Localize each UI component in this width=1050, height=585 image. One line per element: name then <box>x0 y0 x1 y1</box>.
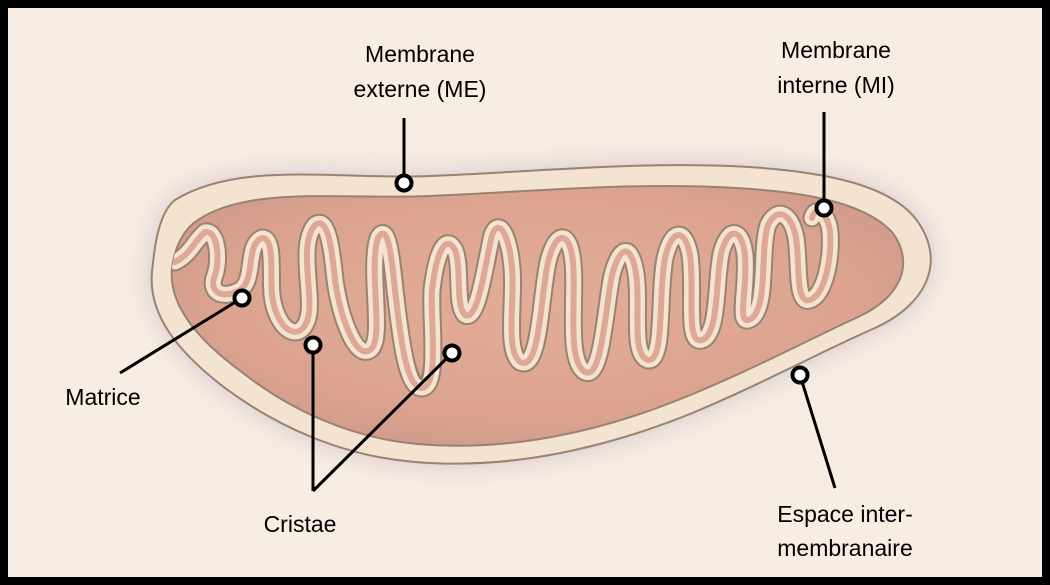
marker-cristae-right <box>445 346 460 361</box>
marker-intermembrane <box>793 368 808 383</box>
label-inner-membrane-line2: interne (MI) <box>777 72 895 98</box>
marker-outer-membrane <box>397 176 412 191</box>
label-intermembrane-line2: membranaire <box>777 535 913 561</box>
label-outer-membrane-line1: Membrane <box>365 41 475 67</box>
label-inner-membrane-line1: Membrane <box>781 37 891 63</box>
label-cristae: Cristae <box>264 511 337 537</box>
marker-inner-membrane <box>817 201 832 216</box>
label-matrix: Matrice <box>65 384 140 410</box>
label-intermembrane-line1: Espace inter- <box>777 501 913 527</box>
marker-cristae-left <box>306 338 321 353</box>
mitochondrion-diagram: Membrane externe (ME) Membrane interne (… <box>8 8 1042 577</box>
marker-matrix <box>235 291 250 306</box>
label-outer-membrane-line2: externe (ME) <box>354 76 487 102</box>
leader-intermembrane <box>800 375 835 488</box>
